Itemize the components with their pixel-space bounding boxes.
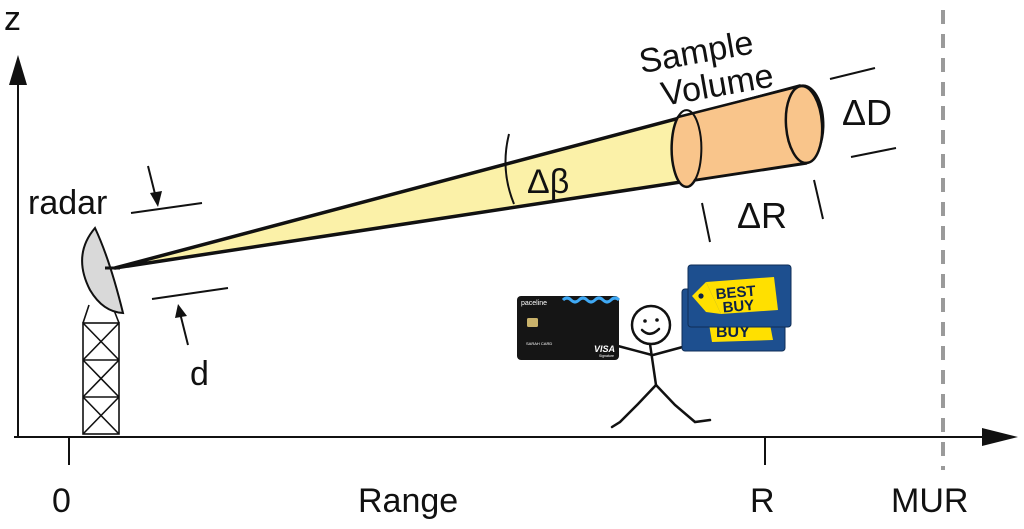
gift-card-brand-line2: BUY (722, 297, 755, 317)
r-label: R (750, 482, 775, 520)
credit-card-brand: paceline (521, 300, 547, 307)
range-axis-arrowhead (982, 428, 1018, 446)
origin-label: 0 (52, 482, 71, 520)
mur-label: MUR (891, 482, 968, 520)
credit-card-name: SARAH CARD (526, 341, 552, 346)
delta-d-label: ΔD (842, 92, 892, 133)
delta-r-label: ΔR (737, 195, 787, 236)
radar-dish-icon (81, 226, 125, 315)
delta-d-marker-bottom (850, 147, 897, 158)
range-axis (14, 428, 1018, 465)
range-label: Range (358, 482, 458, 520)
credit-card-icon: paceline SARAH CARD VISA Signature (517, 296, 621, 360)
tower-icon (82, 304, 120, 435)
delta-r-marker-right (813, 179, 824, 220)
d-marker-top (130, 202, 203, 214)
credit-card-tier: Signature (599, 354, 614, 358)
delta-beta-arc (504, 133, 515, 205)
radar-label: radar (28, 184, 107, 222)
stick-figure-icon (610, 304, 712, 429)
d-arrow-top (147, 165, 162, 207)
gift-card-back-text: BUY (716, 324, 750, 341)
gift-card-brand-line1: BEST (715, 283, 756, 303)
gift-card-icon: BUY BEST BUY (681, 264, 792, 352)
credit-card-network: VISA (594, 344, 615, 354)
delta-beta-label: Δβ (527, 163, 569, 201)
d-marker-bottom (151, 287, 229, 300)
z-axis-arrowhead (9, 55, 27, 85)
z-axis-label: z (4, 0, 21, 38)
delta-r-marker-left (701, 202, 711, 243)
d-label: d (190, 355, 209, 393)
delta-d-marker-top (829, 67, 876, 80)
d-arrow-bottom (175, 304, 189, 346)
z-axis (9, 55, 27, 437)
sample-volume (670, 84, 825, 189)
